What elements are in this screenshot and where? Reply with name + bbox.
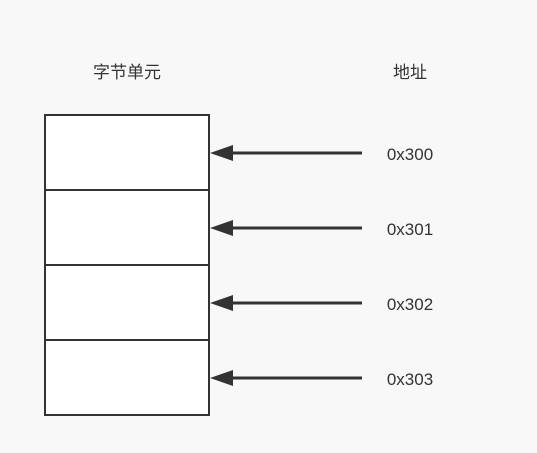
arrow-2 — [210, 295, 362, 311]
arrow-head-icon — [210, 220, 233, 236]
arrow-head-icon — [210, 145, 233, 161]
address-label: 0x302 — [387, 295, 433, 314]
arrow-head-icon — [210, 295, 233, 311]
byte-cell — [44, 264, 210, 341]
arrow-head-icon — [210, 370, 233, 386]
arrow-3 — [210, 370, 362, 386]
byte-cell — [44, 189, 210, 266]
header-address: 地址 — [393, 63, 427, 83]
address-label: 0x301 — [387, 220, 433, 239]
arrow-1 — [210, 220, 362, 236]
byte-cell — [44, 339, 210, 416]
address-label: 0x303 — [387, 370, 433, 389]
header-byte-units: 字节单元 — [93, 63, 161, 83]
byte-cell — [44, 114, 210, 191]
arrow-0 — [210, 145, 362, 161]
memory-stack — [44, 114, 210, 416]
address-label: 0x300 — [387, 145, 433, 164]
